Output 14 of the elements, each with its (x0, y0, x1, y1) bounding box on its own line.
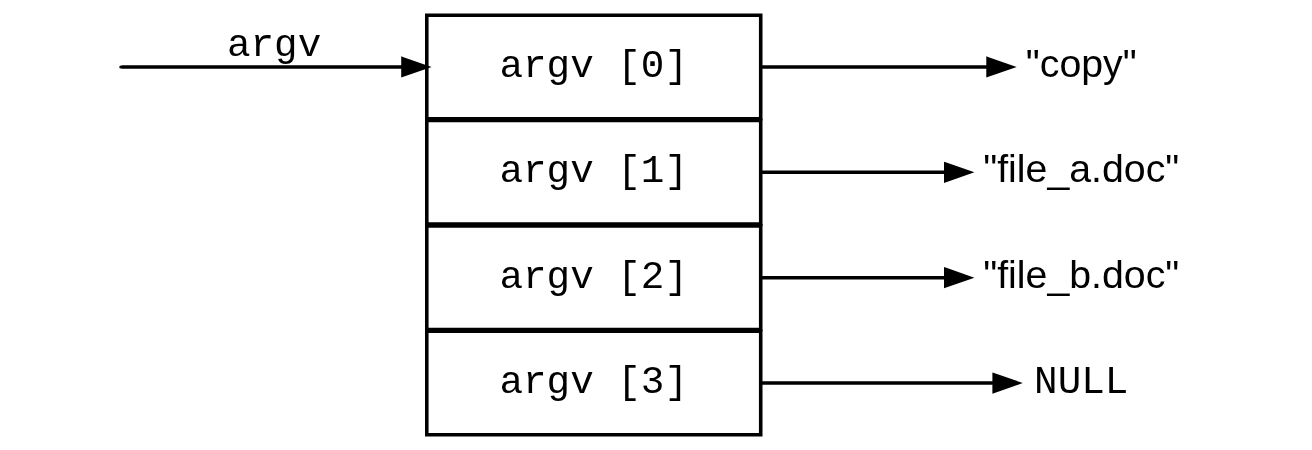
arrow (760, 267, 974, 289)
node-text: NULL (1033, 360, 1128, 406)
arrow (121, 56, 432, 78)
node-text: "file_b.doc" (982, 251, 1179, 296)
node-box: argv [3] (424, 329, 762, 437)
arrow (760, 161, 974, 183)
node-text: "file_a.doc" (982, 146, 1179, 191)
node-box: argv [1] (424, 118, 762, 226)
node-box: argv [2] (424, 224, 762, 332)
arrow (760, 56, 1017, 78)
edge-label: argv (226, 22, 321, 68)
node-text: "copy" (1025, 40, 1137, 85)
arrow (760, 372, 1023, 394)
node-box: argv [0] (424, 13, 762, 121)
